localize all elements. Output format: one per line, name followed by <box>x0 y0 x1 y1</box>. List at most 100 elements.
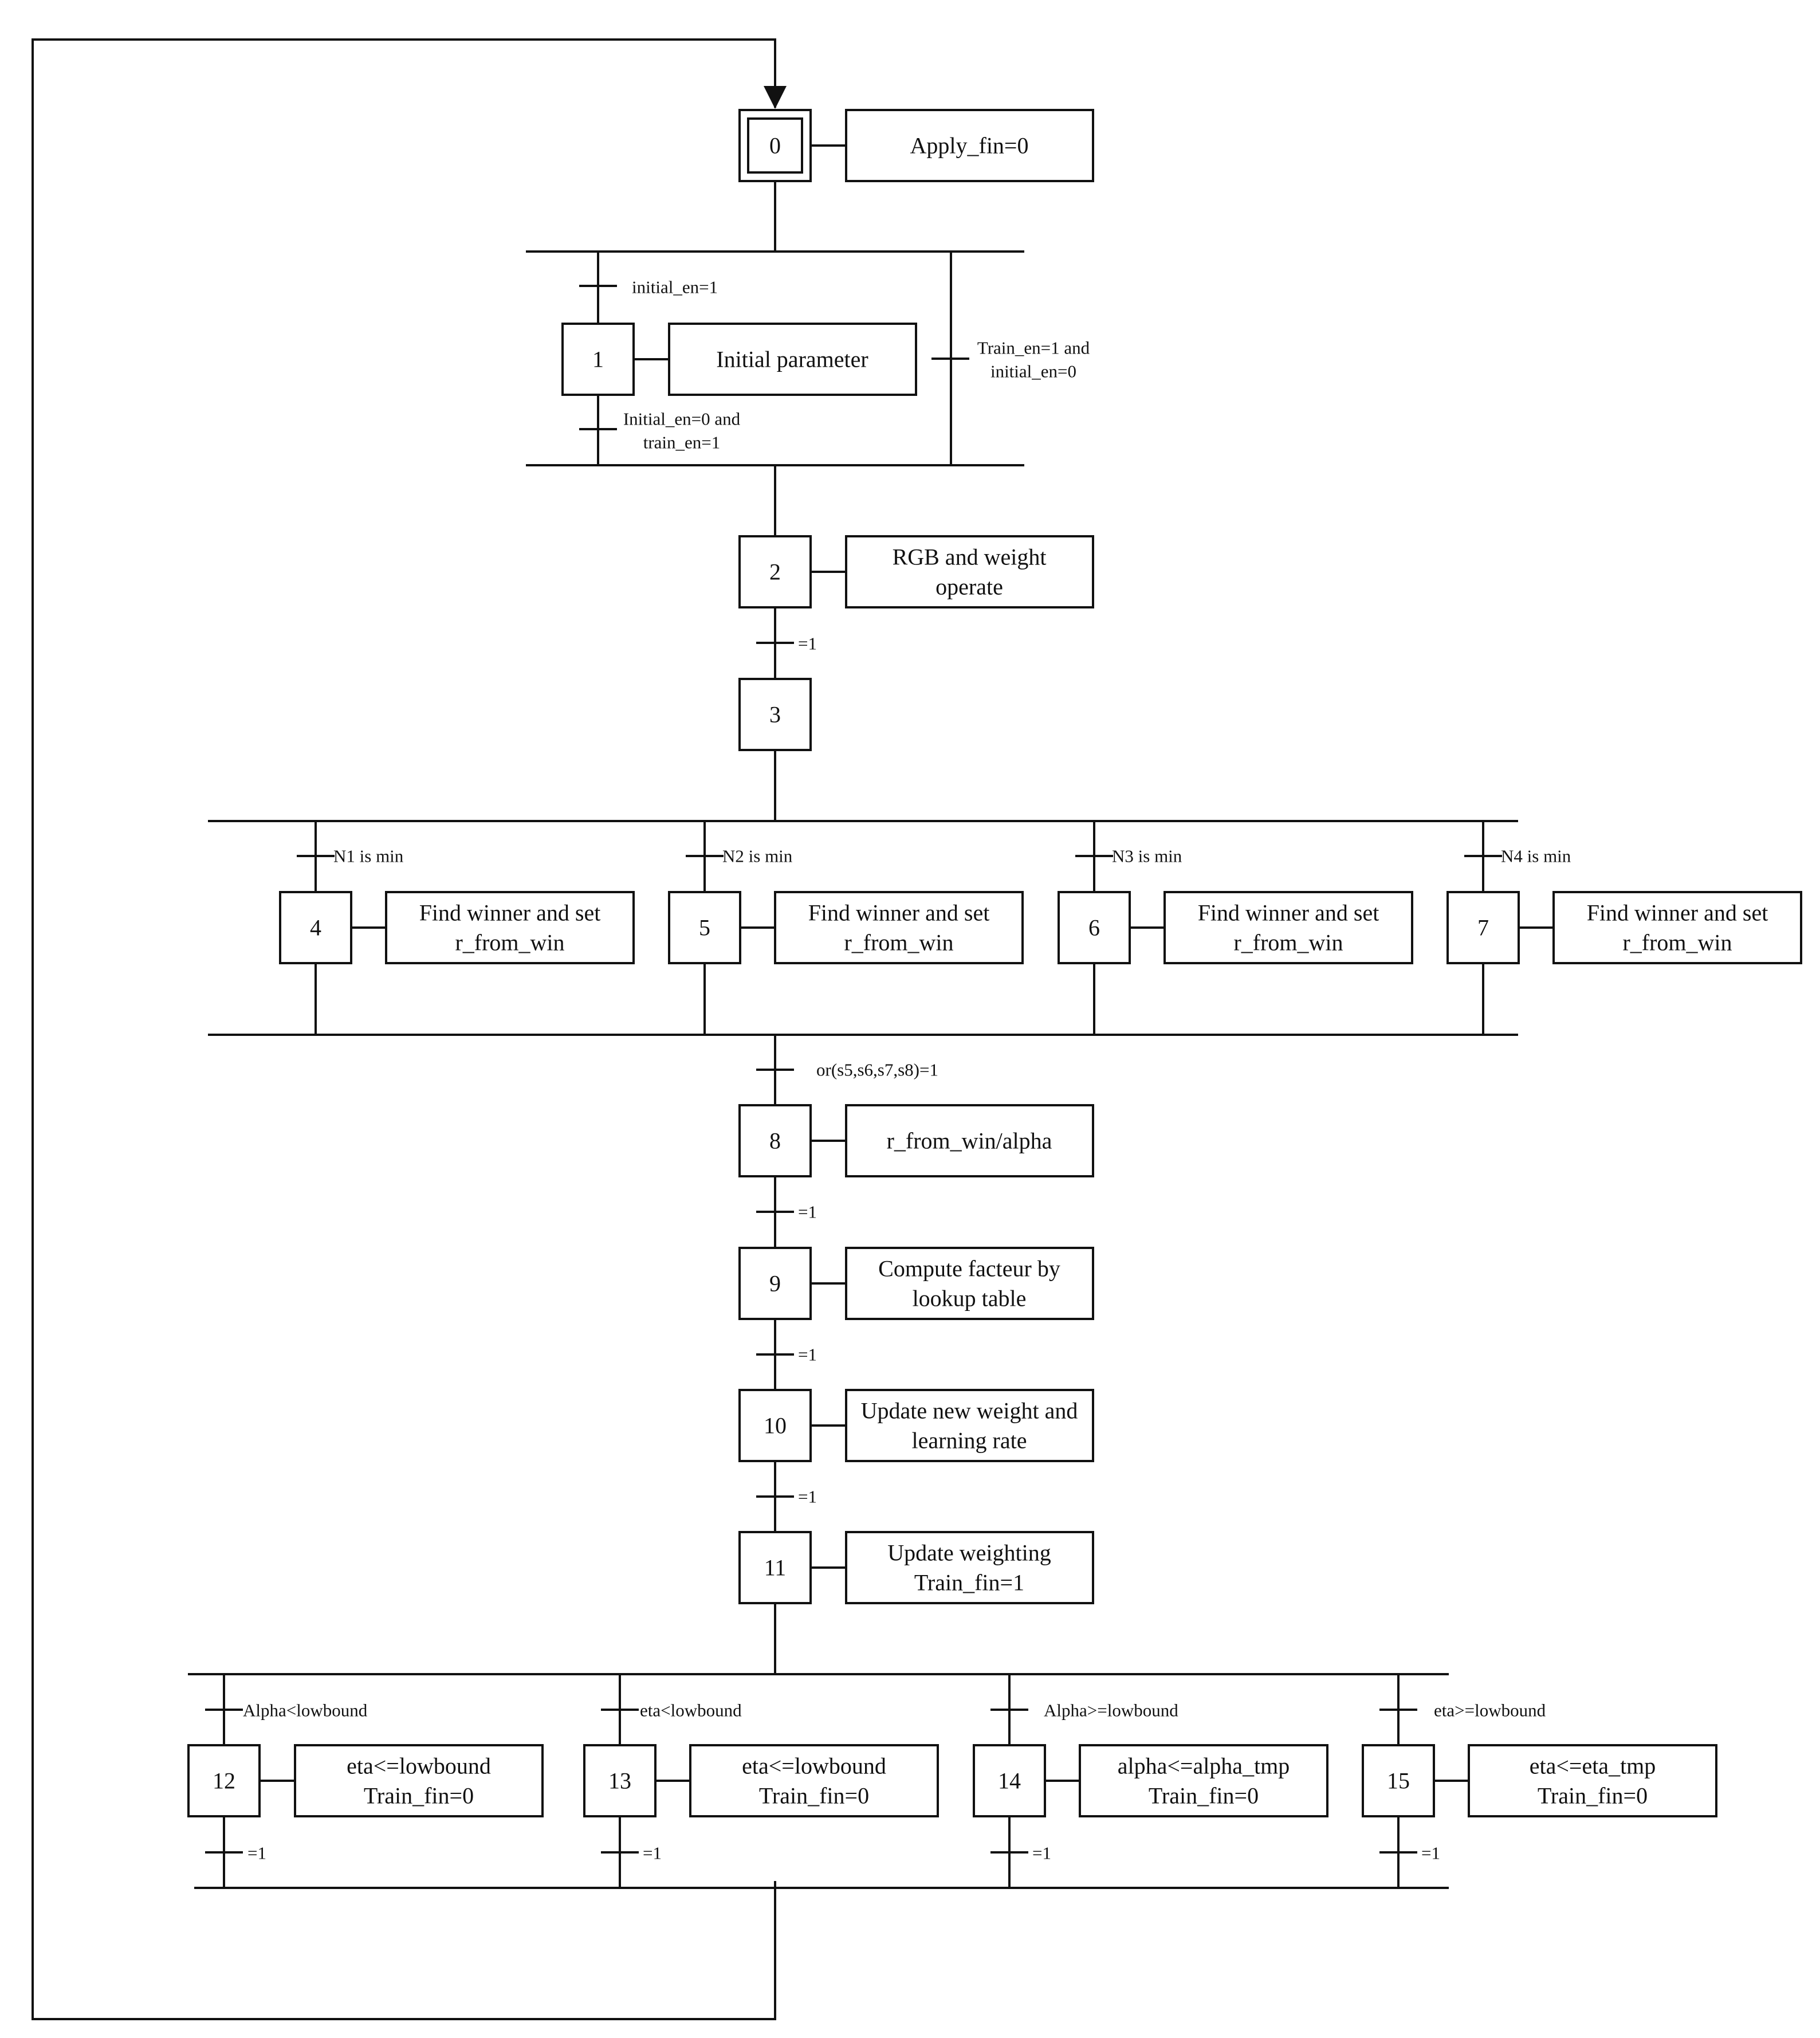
action-text: Train_fin=0 <box>1149 1783 1259 1809</box>
transition-condition: initial_en=0 <box>990 362 1076 382</box>
step-box <box>738 1104 812 1177</box>
action-box <box>1552 891 1802 964</box>
step-7: 7 Find winner and set r_from_win <box>1446 891 1802 964</box>
action-box <box>845 109 1094 182</box>
step-number: 13 <box>608 1768 631 1794</box>
step-box <box>583 1744 657 1817</box>
action-text: Find winner and set <box>808 900 990 926</box>
transition-condition: =1 <box>643 1843 662 1863</box>
transition-condition: N4 is min <box>1501 846 1571 866</box>
action-box <box>845 1247 1094 1320</box>
transition-ticks <box>205 285 1502 1854</box>
action-box <box>845 535 1094 608</box>
action-box <box>689 1744 939 1817</box>
action-text: Find winner and set <box>1198 900 1379 926</box>
step-number: 14 <box>998 1768 1021 1794</box>
action-box <box>1468 1744 1717 1817</box>
transition-condition: eta<lowbound <box>640 1701 742 1721</box>
action-box <box>1079 1744 1328 1817</box>
transition-condition: Initial_en=0 and <box>623 409 741 429</box>
action-text: Update weighting <box>887 1540 1051 1566</box>
transition-condition: train_en=1 <box>643 433 721 453</box>
action-box <box>774 891 1024 964</box>
transition-condition: =1 <box>1421 1843 1440 1863</box>
step-number: 9 <box>769 1271 781 1297</box>
action-box <box>668 323 917 396</box>
step-box <box>1362 1744 1435 1817</box>
transition-condition: initial_en=1 <box>632 277 718 297</box>
action-text: r_from_win/alpha <box>887 1128 1052 1154</box>
step-number: 8 <box>769 1128 781 1154</box>
action-text: learning rate <box>912 1428 1027 1454</box>
transition-condition: eta>=lowbound <box>1434 1701 1546 1721</box>
step-box <box>738 1531 812 1604</box>
step-12: 12 eta<=lowbound Train_fin=0 <box>187 1744 544 1817</box>
step-5: 5 Find winner and set r_from_win <box>668 891 1024 964</box>
step-number: 15 <box>1387 1768 1410 1794</box>
step-number: 3 <box>769 702 781 728</box>
step-10: 10 Update new weight and learning rate <box>738 1389 1094 1462</box>
step-box <box>738 678 812 751</box>
step-number: 10 <box>764 1413 787 1439</box>
action-text: r_from_win <box>455 930 564 956</box>
action-text: Find winner and set <box>1587 900 1768 926</box>
action-text: lookup table <box>913 1286 1027 1311</box>
action-text: Train_fin=0 <box>759 1783 869 1809</box>
action-box <box>1163 891 1413 964</box>
action-text: eta<=eta_tmp <box>1530 1753 1656 1779</box>
step-number: 11 <box>764 1555 787 1581</box>
action-box <box>385 891 635 964</box>
step-4: 4 Find winner and set r_from_win <box>279 891 635 964</box>
action-box <box>845 1531 1094 1604</box>
action-box <box>845 1104 1094 1177</box>
step-0: 0 Apply_fin=0 <box>738 109 1094 182</box>
transition-condition: Alpha>=lowbound <box>1044 1701 1178 1721</box>
action-box <box>845 1389 1094 1462</box>
step-number: 6 <box>1088 915 1100 941</box>
transition-condition: Alpha<lowbound <box>243 1701 368 1721</box>
step-1: 1 Initial parameter <box>561 323 917 396</box>
step-15: 15 eta<=eta_tmp Train_fin=0 <box>1362 1744 1717 1817</box>
action-text: Update new weight and <box>861 1398 1078 1424</box>
action-text: r_from_win <box>1622 930 1732 956</box>
transition-condition: =1 <box>798 1345 817 1365</box>
step-3: 3 <box>738 678 812 751</box>
action-text: RGB and weight <box>893 544 1047 570</box>
transition-condition: =1 <box>1032 1843 1051 1863</box>
action-text: Apply_fin=0 <box>910 133 1029 159</box>
step-6: 6 Find winner and set r_from_win <box>1058 891 1413 964</box>
step-box <box>279 891 352 964</box>
action-text: r_from_win <box>1233 930 1343 956</box>
action-text: Find winner and set <box>419 900 601 926</box>
step-box <box>561 323 635 396</box>
transition-condition: N1 is min <box>333 846 404 866</box>
transition-condition: N2 is min <box>722 846 793 866</box>
action-text: alpha<=alpha_tmp <box>1118 1753 1290 1779</box>
step-number: 12 <box>213 1768 235 1794</box>
transition-condition: =1 <box>798 1487 817 1507</box>
step-number: 5 <box>699 915 710 941</box>
action-text: Train_fin=0 <box>364 1783 474 1809</box>
transition-condition: =1 <box>798 634 817 654</box>
action-text: r_from_win <box>844 930 953 956</box>
step-inner-box <box>747 117 803 174</box>
step-number: 4 <box>310 915 321 941</box>
transition-condition: =1 <box>798 1202 817 1222</box>
transition-condition: or(s5,s6,s7,s8)=1 <box>816 1060 938 1080</box>
action-text: Train_fin=0 <box>1538 1783 1648 1809</box>
action-text: operate <box>935 574 1003 600</box>
step-box <box>668 891 741 964</box>
action-box <box>294 1744 544 1817</box>
action-text: eta<=lowbound <box>742 1753 886 1779</box>
step-number: 2 <box>769 559 781 585</box>
action-text: Compute facteur by <box>878 1256 1060 1282</box>
action-text: Initial parameter <box>716 347 868 372</box>
step-box <box>738 535 812 608</box>
step-number: 1 <box>592 347 604 372</box>
step-8: 8 r_from_win/alpha <box>738 1104 1094 1177</box>
transition-condition: Train_en=1 and <box>977 338 1090 358</box>
transition-conditions: initial_en=1 Initial_en=0 and train_en=1… <box>243 277 1571 1863</box>
transition-condition: =1 <box>247 1843 266 1863</box>
step-14: 14 alpha<=alpha_tmp Train_fin=0 <box>973 1744 1328 1817</box>
